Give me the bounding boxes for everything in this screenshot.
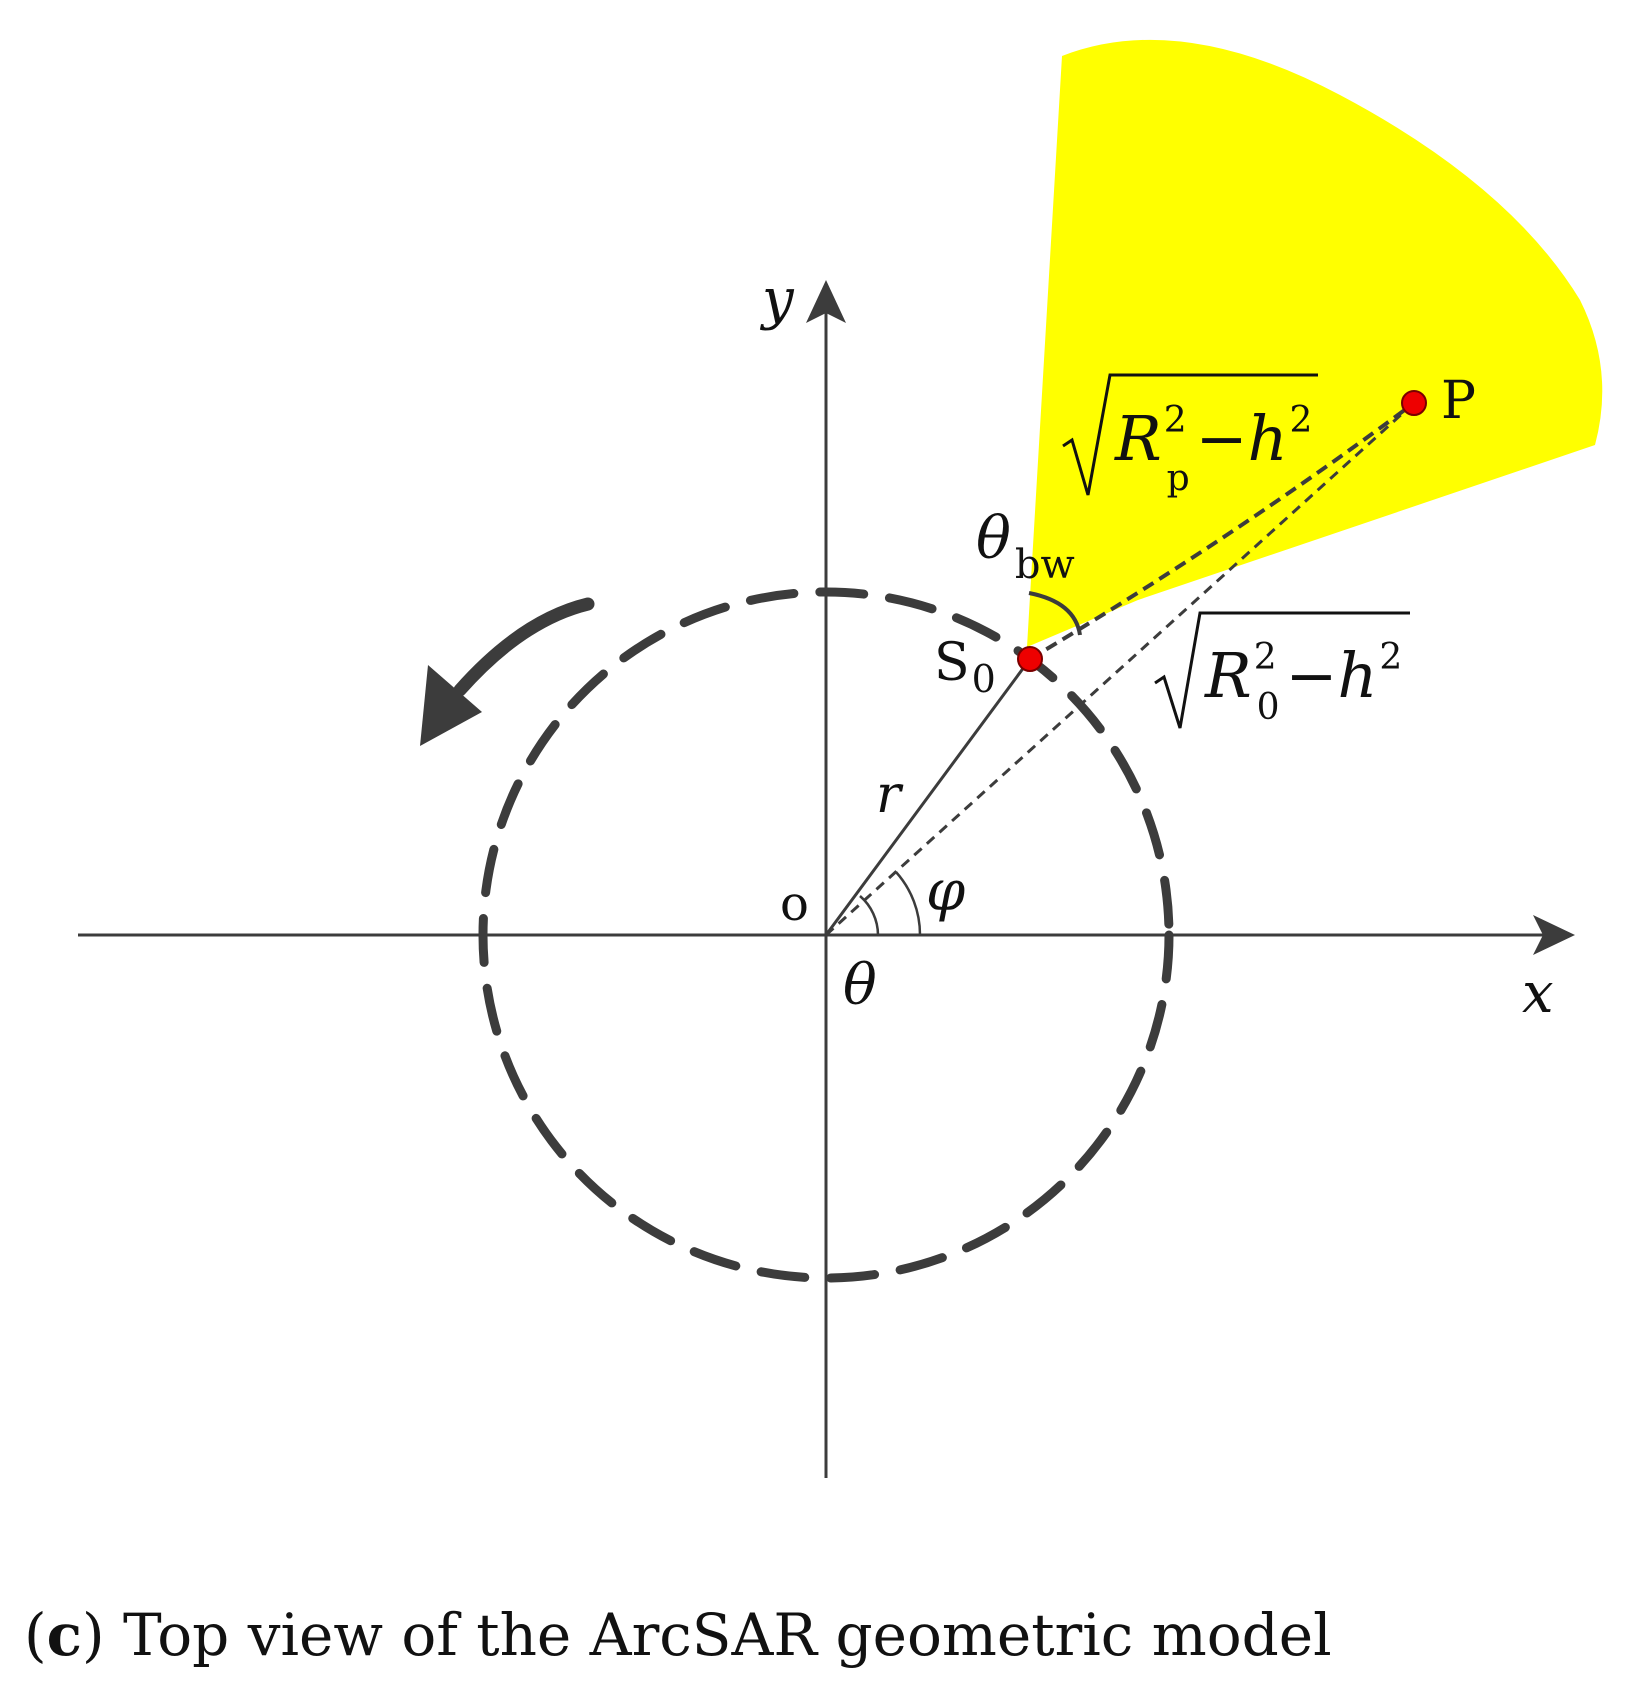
radius-label: r bbox=[876, 765, 904, 825]
svg-text:R2p−h2: R2p−h2 bbox=[1114, 400, 1312, 499]
svg-text:R20−h2: R20−h2 bbox=[1204, 637, 1402, 728]
rotation-arrow-path bbox=[453, 597, 595, 697]
x-axis-label: x bbox=[1522, 961, 1554, 1026]
sqrt-sign-icon bbox=[1154, 611, 1410, 729]
x-axis-arrow-icon bbox=[1533, 915, 1575, 955]
caption-letter: c bbox=[46, 1601, 82, 1669]
rotation-arrow-icon bbox=[420, 665, 482, 746]
antenna-beam-sector bbox=[1027, 39, 1603, 647]
origin-label: o bbox=[780, 876, 809, 932]
radius-line bbox=[824, 658, 1032, 936]
origin-to-target-line bbox=[824, 401, 1416, 937]
sensor-to-target-line bbox=[1028, 401, 1416, 661]
caption-text: Top view of the ArcSAR geometric model bbox=[104, 1601, 1332, 1669]
orbit-circle bbox=[478, 587, 1174, 1283]
y-axis-label: y bbox=[759, 267, 795, 332]
theta-angle-arc bbox=[859, 895, 880, 936]
sensor-point-s0 bbox=[1017, 646, 1043, 672]
sensor-label: S0 bbox=[934, 633, 996, 701]
caption-open-paren: ( bbox=[24, 1601, 47, 1669]
target-label: P bbox=[1441, 371, 1476, 431]
phi-angle-arc bbox=[895, 871, 922, 936]
y-axis-arrow-icon bbox=[806, 280, 846, 323]
phi-label: φ bbox=[926, 859, 965, 924]
figure-caption: (c) Top view of the ArcSAR geometric mod… bbox=[24, 1590, 1584, 1680]
sqrt-sign-icon bbox=[1062, 373, 1318, 496]
theta-label: θ bbox=[843, 953, 877, 1018]
beamwidth-angle-arc bbox=[1028, 591, 1082, 636]
target-point-p bbox=[1401, 390, 1427, 416]
caption-close-paren: ) bbox=[81, 1601, 105, 1669]
